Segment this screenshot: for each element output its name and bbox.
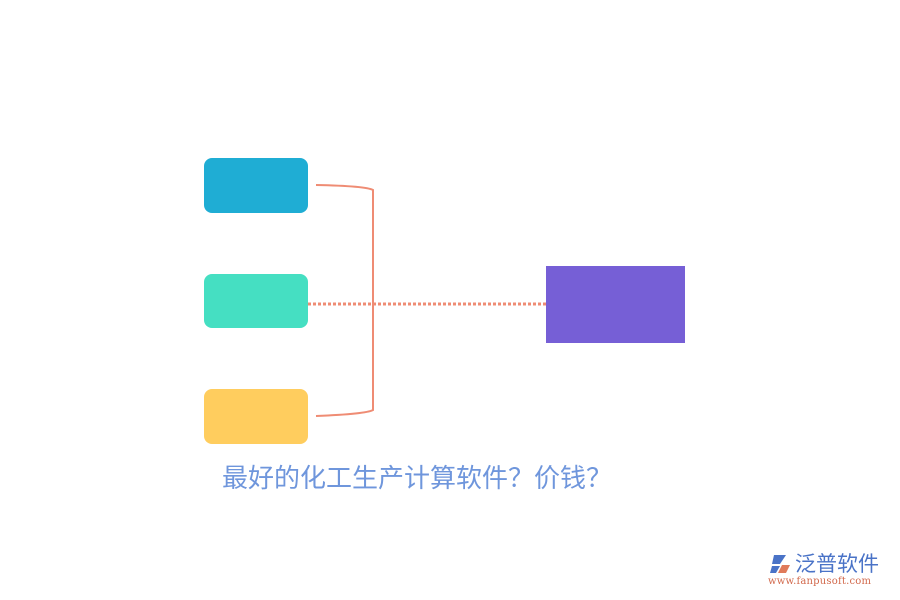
diagram-title: 最好的化工生产计算软件？价钱？ [222, 464, 613, 494]
fanpu-logo-icon [770, 555, 790, 573]
logo-url: www.fanpusoft.com [768, 576, 872, 587]
node-middle [204, 274, 308, 328]
node-top [204, 158, 308, 213]
fanpu-logo: 泛普软件 www.fanpusoft.com [768, 553, 892, 587]
node-bottom [204, 389, 308, 444]
node-target [546, 266, 685, 343]
logo-name: 泛普软件 [795, 552, 879, 576]
bracket-connector [315, 184, 374, 417]
